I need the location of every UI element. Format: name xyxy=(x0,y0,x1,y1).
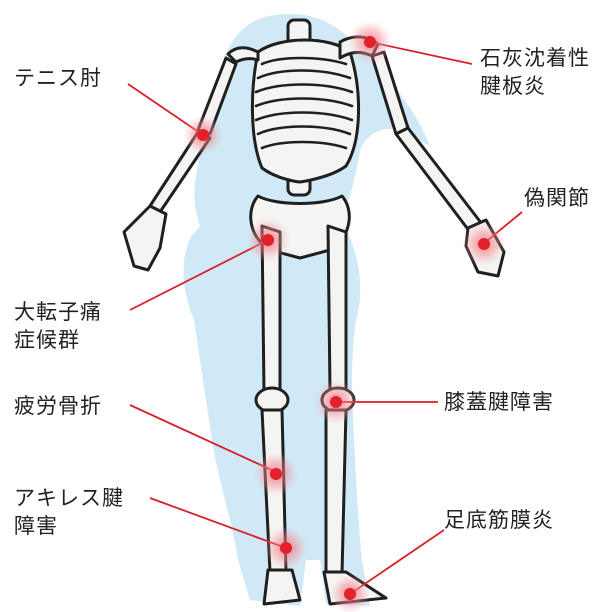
marker-pseudarthrosis xyxy=(462,222,506,266)
label-pseudarthrosis: 偽関節 xyxy=(524,184,590,212)
marker-patellar xyxy=(314,380,358,424)
marker-tennis-elbow xyxy=(183,115,223,155)
marker-stress-fracture xyxy=(254,452,298,496)
left-knee xyxy=(256,388,288,412)
marker-achilles xyxy=(264,526,308,570)
label-plantar-fasciitis: 足底筋膜炎 xyxy=(444,506,554,534)
marker-calcific-tendinitis xyxy=(348,20,392,64)
label-achilles-tendinopathy: アキレス腱 障害 xyxy=(14,484,124,540)
label-stress-fracture: 疲労骨折 xyxy=(14,392,102,420)
label-patellar-tendinopathy: 膝蓋腱障害 xyxy=(444,388,554,416)
label-calcific-tendinitis: 石灰沈着性 腱板炎 xyxy=(480,44,590,100)
label-tennis-elbow: テニス肘 xyxy=(14,64,102,92)
left-shoulder xyxy=(228,48,258,62)
right-femur xyxy=(328,226,346,390)
label-trochanteric-syndrome: 大転子痛 症候群 xyxy=(14,298,102,354)
left-foot xyxy=(264,570,300,604)
left-hand xyxy=(124,206,166,270)
right-tibia xyxy=(326,410,346,574)
right-forearm xyxy=(396,128,482,232)
marker-trochanteric xyxy=(246,218,290,262)
